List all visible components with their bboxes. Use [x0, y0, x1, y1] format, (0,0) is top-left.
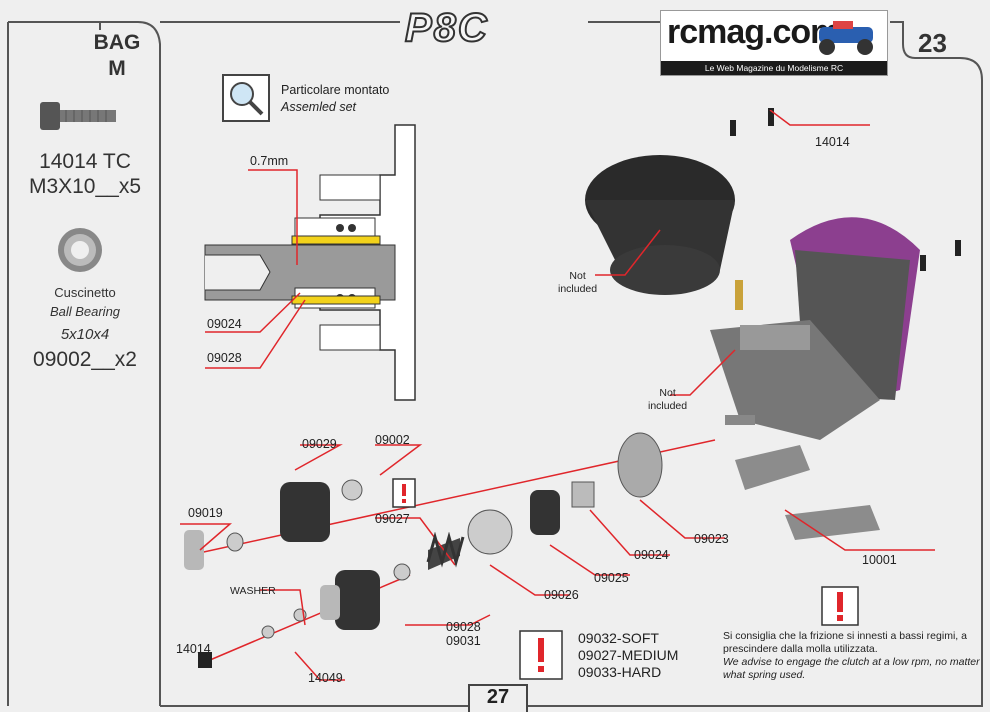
part-09024: 09024	[634, 548, 669, 562]
part-09024-top: 09024	[207, 317, 242, 331]
engine-assembly	[585, 108, 961, 540]
assembled-it: Particolare montato	[281, 83, 390, 97]
spring-icon	[426, 532, 465, 568]
part-09019: 09019	[188, 506, 223, 520]
bag-letter: M	[108, 57, 126, 80]
engine-callout-lines	[595, 110, 935, 551]
part-09002: 09002	[375, 433, 410, 447]
part-10001: 10001	[862, 553, 897, 567]
spring-hard: 09033-HARD	[578, 664, 662, 680]
bearing-name-en: Ball Bearing	[49, 304, 121, 319]
page-number: 27	[468, 684, 528, 712]
part-09029: 09029	[302, 437, 337, 451]
logo-name: rcmag.com	[667, 13, 840, 51]
part-09026: 09026	[544, 588, 579, 602]
rcmag-logo: rcmag.com Le Web Magazine du Modelisme R…	[660, 10, 888, 76]
part-09027: 09027	[375, 512, 410, 526]
brand-title: P8C	[404, 5, 489, 51]
washer-label: WASHER	[230, 585, 276, 597]
cross-section-diagram	[204, 124, 416, 401]
part-09025: 09025	[594, 571, 629, 585]
part-09028-top: 09028	[207, 351, 242, 365]
clutch-advice: Si consiglia che la frizione si innesti …	[723, 630, 983, 682]
clutch-callout-lines	[180, 444, 725, 681]
spring-options: 09032-SOFT 09027-MEDIUM 09033-HARD	[578, 630, 678, 681]
not-included-1: Not included	[558, 270, 598, 295]
rc-car-icon	[819, 21, 873, 55]
part-09023: 09023	[694, 532, 729, 546]
step-number: 23	[918, 28, 947, 58]
warning-icon-advice	[821, 586, 859, 626]
bag-title: BAG M	[82, 30, 152, 82]
assembled-set-label: Particolare montato Assemled set	[281, 82, 389, 116]
screw-icon	[40, 102, 116, 130]
callout-lines-top	[205, 169, 306, 369]
advice-en: We advise to engage the clutch at a low …	[723, 656, 980, 681]
clutch-exploded-view	[184, 432, 716, 668]
not-included-2: Not included	[648, 387, 688, 412]
magnifier-icon	[222, 74, 270, 122]
bearing-name-it: Cuscinetto	[54, 285, 116, 300]
screw-qty: M3X10__x5	[28, 175, 142, 198]
part-14049: 14049	[308, 671, 343, 685]
part-09028: 09028	[446, 620, 481, 634]
ball-bearing-icon	[58, 228, 102, 272]
warning-icon-springs	[519, 630, 563, 680]
bearing-size: 5x10x4	[60, 326, 110, 343]
part-14014-top: 14014	[815, 135, 850, 149]
logo-tagline: Le Web Magazine du Modelisme RC	[661, 61, 887, 75]
spring-soft: 09032-SOFT	[578, 630, 659, 646]
screw-code: 14014 TC	[39, 150, 131, 173]
part-14014-bottom: 14014	[176, 642, 211, 656]
part-09031: 09031	[446, 634, 481, 648]
gap-label: 0.7mm	[250, 154, 289, 168]
spring-medium: 09027-MEDIUM	[578, 647, 679, 663]
assembled-en: Assemled set	[281, 100, 357, 114]
advice-it: Si consiglia che la frizione si innesti …	[723, 630, 967, 655]
bag-label: BAG	[93, 31, 141, 54]
bearing-qty: 09002__x2	[33, 348, 137, 371]
warning-icon-small	[392, 478, 416, 508]
